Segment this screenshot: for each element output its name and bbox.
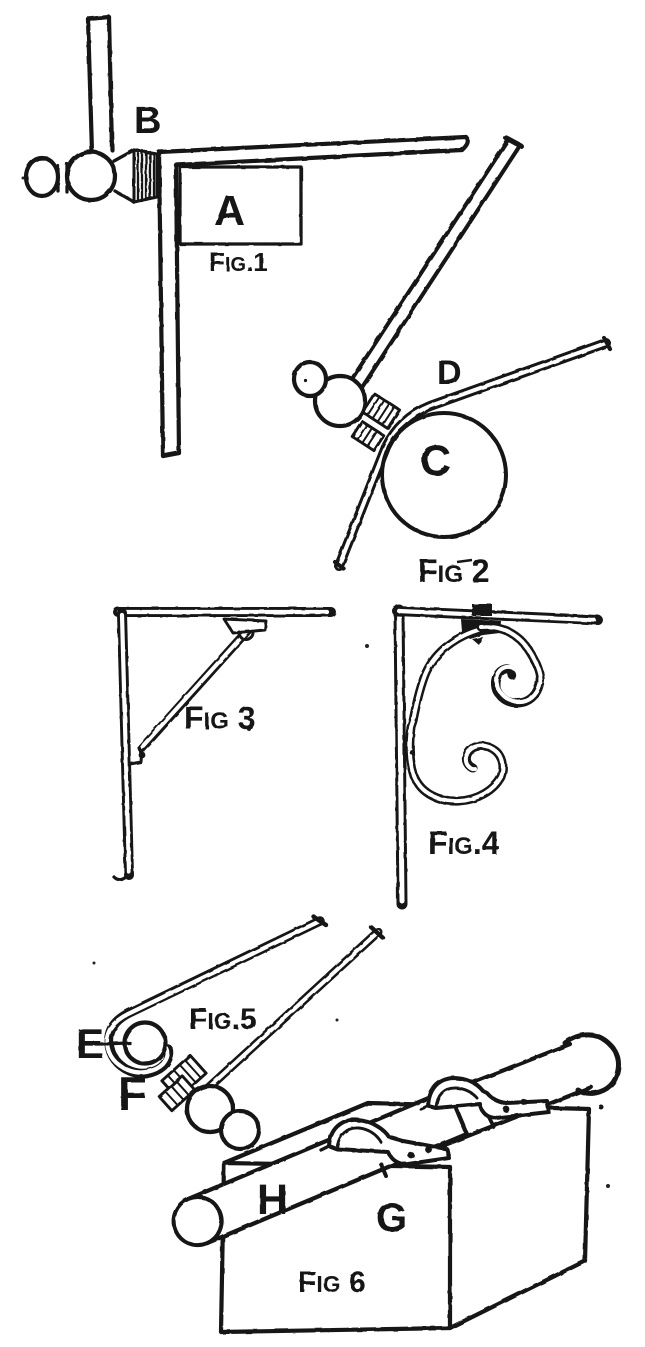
svg-text:H: H (257, 1176, 288, 1224)
svg-text:FIG.5: FIG.5 (189, 1003, 257, 1036)
svg-text:FIG.1: FIG.1 (209, 247, 268, 277)
svg-text:FIG 6: FIG 6 (298, 1266, 366, 1299)
svg-text:E: E (76, 1020, 104, 1067)
svg-text:D: D (437, 354, 462, 392)
svg-text:A: A (214, 187, 245, 235)
svg-text:B: B (134, 100, 161, 142)
svg-text:C: C (420, 437, 451, 485)
svg-text:FIG 3: FIG 3 (184, 700, 256, 736)
svg-text:F: F (118, 1067, 147, 1120)
svg-text:G: G (376, 1196, 407, 1240)
